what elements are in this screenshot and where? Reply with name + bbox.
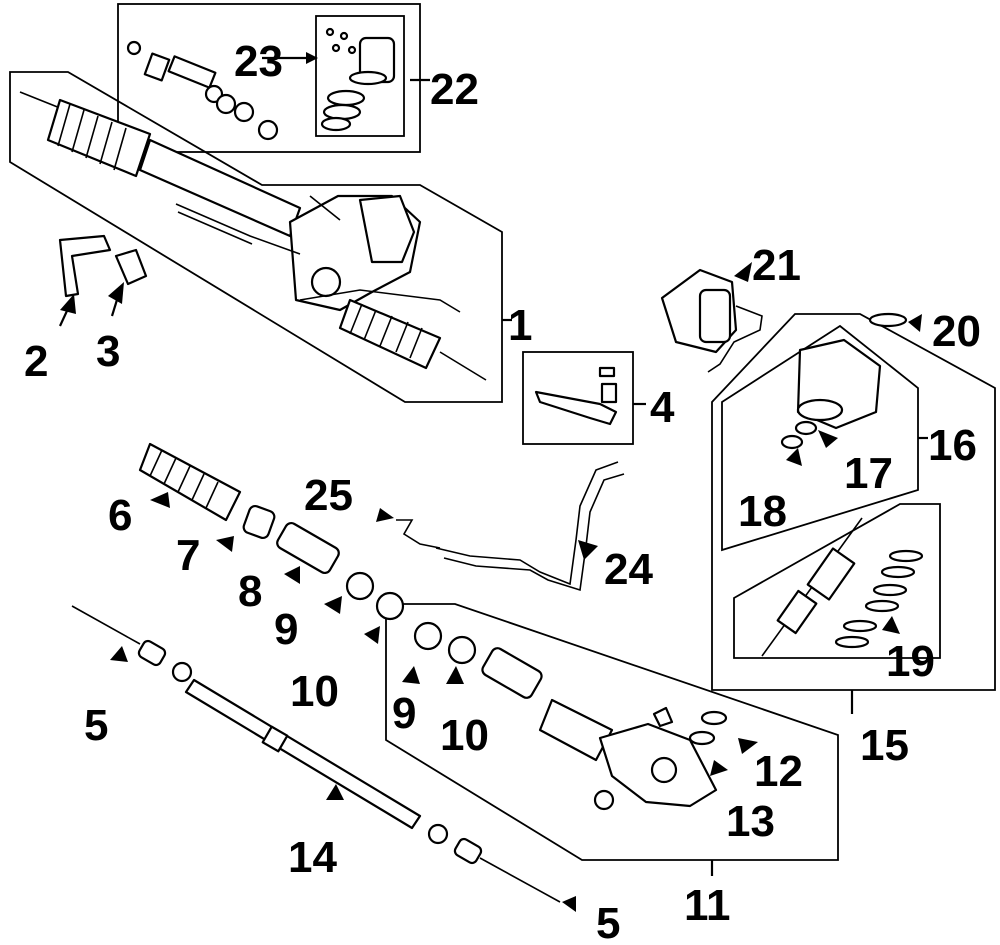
callout-11: 11: [684, 881, 731, 930]
box-tie-rod-end-4: [522, 351, 634, 445]
part-14-rack-shaft: [184, 678, 422, 830]
part-2-bracket: [58, 234, 112, 298]
callout-1: 1: [508, 301, 532, 350]
part-11-housing: [481, 647, 718, 811]
callout-18: 18: [738, 487, 787, 536]
callout-9-upper: 9: [274, 605, 298, 654]
callout-10-upper: 10: [290, 667, 339, 716]
part-18-ring: [780, 434, 804, 450]
callout-22: 22: [430, 65, 479, 114]
part-19-spool: [761, 517, 924, 657]
part-3-bushing: [114, 248, 148, 286]
steering-rack-assembly: [19, 91, 487, 381]
callout-25: 25: [304, 471, 353, 520]
part-10-seal-lower: [447, 635, 477, 665]
callout-2: 2: [24, 337, 48, 386]
box-housing-11: [385, 603, 839, 861]
callout-5-right: 5: [596, 899, 620, 945]
callout-14: 14: [288, 833, 337, 882]
callout-5-left: 5: [84, 701, 108, 750]
part-10-seal: [375, 591, 405, 621]
callout-8: 8: [238, 567, 262, 616]
part-17-seal: [794, 420, 818, 436]
part-6-boot: [138, 442, 242, 522]
box-rack-assembly: [9, 71, 503, 403]
part-9-spacer: [345, 571, 375, 601]
part-5-inner-tie-rod-right: [427, 823, 561, 903]
part-5-inner-tie-rod: [71, 605, 193, 683]
callout-9-lower: 9: [392, 689, 416, 738]
callout-15: 15: [860, 721, 909, 770]
callout-12: 12: [754, 747, 803, 796]
part-13-seal: [688, 730, 716, 746]
valve-kit-parts: [126, 27, 396, 141]
box-valve-15: [711, 313, 996, 691]
callout-17: 17: [844, 449, 893, 498]
part-16-valve-body: [796, 338, 882, 430]
part-21-valve-actuator: [660, 268, 763, 373]
part-20-seal: [868, 312, 908, 328]
callout-21: 21: [752, 241, 801, 290]
leader-arrows: [59, 52, 928, 912]
box-spool-19: [733, 503, 941, 659]
part-24-pressure-line: [435, 461, 625, 592]
callout-7: 7: [176, 531, 200, 580]
part-4-tie-rod-end: [534, 366, 618, 426]
box-valve-kit-22: [117, 3, 421, 153]
callout-24: 24: [604, 545, 653, 594]
callout-3: 3: [96, 327, 120, 376]
part-7-bushing: [242, 504, 276, 540]
callout-13: 13: [726, 797, 775, 846]
callout-16: 16: [928, 421, 977, 470]
callout-6: 6: [108, 491, 132, 540]
part-9-spacer-lower: [413, 621, 443, 651]
box-seal-kit-23: [315, 15, 405, 137]
part-25-sensor-wire: [396, 519, 441, 549]
callout-10-lower: 10: [440, 711, 489, 760]
callout-19: 19: [886, 637, 935, 686]
callout-4: 4: [650, 383, 675, 432]
callout-labels: 1 2 3 4 5 5 6 7 8 9 9 10 10 11 12 13 14 …: [24, 37, 981, 945]
callout-20: 20: [932, 307, 981, 356]
part-8-sleeve: [276, 521, 340, 575]
part-12-seal: [700, 710, 728, 726]
callout-23: 23: [234, 37, 283, 86]
